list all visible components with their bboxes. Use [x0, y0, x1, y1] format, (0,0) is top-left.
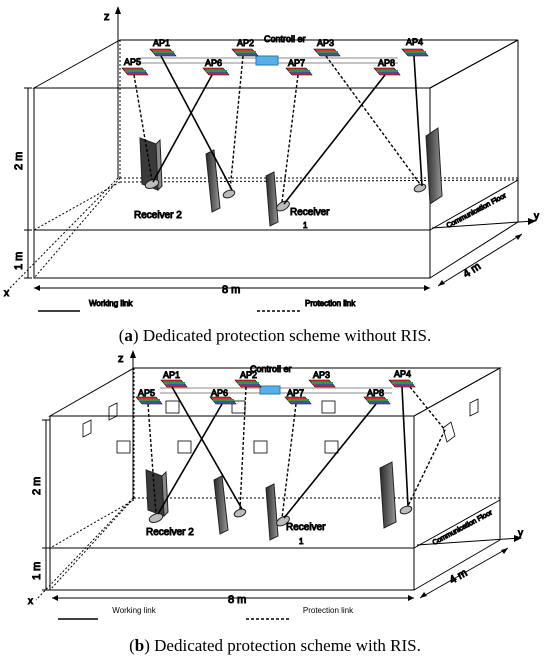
- ap-label: AP6: [211, 388, 228, 398]
- legend-protection-label: Protection link: [305, 299, 356, 308]
- panel-b: z y x 2 m 1 m 8 m: [28, 350, 524, 620]
- ap-label: AP2: [237, 38, 254, 48]
- access-point-icon: [121, 67, 149, 76]
- ap-label: AP8: [378, 58, 395, 68]
- access-point-icon: [285, 67, 313, 76]
- access-point-icon: [135, 396, 163, 405]
- z-axis-label: z: [104, 11, 110, 23]
- figure: z y x 2 m 1 m: [4, 6, 540, 620]
- ap-label: AP4: [394, 369, 411, 379]
- access-point-icon: [202, 67, 230, 76]
- ap-label: AP3: [313, 370, 330, 380]
- receiver-2-label: Receiver 2: [146, 527, 194, 538]
- ap-label: AP6: [205, 58, 222, 68]
- width-label: 4 m: [461, 260, 483, 280]
- x-axis: [35, 497, 134, 601]
- receiver-panel: [205, 149, 221, 213]
- receiver-icon: [413, 183, 427, 193]
- height-label: 2 m: [13, 152, 25, 170]
- caption-a: (a) Dedicated protection scheme without …: [118, 326, 432, 345]
- caption-b: (b) Dedicated protection scheme with RIS…: [129, 636, 421, 655]
- controller-icon: [255, 55, 279, 66]
- receiver-icon: [233, 508, 247, 518]
- caption-b-letter: b: [134, 636, 145, 655]
- legend-working-label: Working link: [112, 606, 156, 615]
- floor-label: Communication Floor: [432, 509, 495, 547]
- receiver-1-label: Receiver: [290, 207, 330, 218]
- working-links: [152, 55, 423, 205]
- receiver-1-index: 1: [299, 537, 304, 546]
- ap-label: AP5: [138, 388, 155, 398]
- access-point-icon: [160, 379, 188, 388]
- protection-links: [147, 386, 446, 519]
- access-point-icon: [308, 379, 336, 388]
- floor-height-label: 1 m: [31, 562, 43, 580]
- access-point-icon: [284, 396, 312, 405]
- y-axis-label: y: [534, 211, 539, 222]
- y-axis: [416, 537, 521, 546]
- receiver-panel: [265, 171, 279, 227]
- length-label: 8 m: [228, 594, 246, 606]
- receiver-panel: [379, 461, 397, 529]
- access-point-icon: [373, 67, 401, 76]
- floor-height-label: 1 m: [13, 252, 25, 270]
- access-point-icon: [234, 379, 262, 388]
- ap-label: AP4: [406, 37, 423, 47]
- width-label: 4 m: [448, 567, 470, 587]
- ap-label: AP8: [367, 388, 384, 398]
- receiver-icon: [148, 513, 164, 523]
- controller-label: Controll er: [250, 364, 292, 374]
- controller-label: Controll er: [264, 34, 306, 44]
- receiver-panel: [213, 475, 229, 535]
- protection-links: [133, 55, 421, 203]
- z-axis-label: z: [118, 353, 124, 365]
- access-point-icon: [209, 396, 237, 405]
- room-box: [48, 367, 502, 591]
- access-point-icon: [388, 379, 416, 388]
- receiver-panel: [425, 127, 443, 205]
- legend-protection-label: Protection link: [302, 606, 354, 615]
- ap-label: AP5: [124, 57, 141, 67]
- controller-icon: [259, 385, 281, 395]
- receiver-2-label: Receiver 2: [134, 210, 182, 221]
- ap-label: AP7: [288, 58, 305, 68]
- x-axis-label: x: [4, 288, 9, 299]
- caption-b-text: Dedicated protection scheme with RIS.: [154, 636, 421, 655]
- receiver-icon: [276, 515, 290, 527]
- receiver-1-index: 1: [303, 221, 308, 230]
- ap-label: AP1: [153, 38, 170, 48]
- x-axis: [7, 177, 119, 291]
- ris-tiles: [82, 398, 479, 454]
- receiver-icon: [399, 505, 413, 515]
- receiver-icon: [144, 179, 160, 189]
- panel-a: z y x 2 m 1 m: [4, 6, 540, 312]
- ap-label: AP3: [317, 38, 334, 48]
- receiver-panel: [265, 483, 279, 541]
- floor-label: Communication Floor: [446, 192, 509, 230]
- ap-label: AP2: [240, 370, 257, 380]
- y-axis-label: y: [518, 528, 523, 539]
- access-point-icon: [231, 48, 259, 57]
- receiver-icon: [222, 189, 236, 199]
- ap-label: AP1: [163, 370, 180, 380]
- room-box: [32, 39, 519, 279]
- receiver-icon: [276, 200, 290, 212]
- length-label: 8 m: [222, 284, 240, 296]
- access-point-icon: [149, 48, 177, 57]
- receiver-1-label: Receiver: [286, 522, 326, 533]
- caption-a-letter: a: [124, 326, 133, 345]
- working-links: [157, 386, 409, 519]
- height-label: 2 m: [31, 477, 43, 495]
- x-axis-label: x: [28, 596, 33, 607]
- legend-working-label: Working link: [89, 299, 133, 308]
- ap-label: AP7: [287, 388, 304, 398]
- caption-a-text: Dedicated protection scheme without RIS.: [142, 326, 432, 345]
- access-point-icon: [363, 396, 391, 405]
- access-point-icon: [401, 48, 429, 57]
- access-point-icon: [313, 48, 341, 57]
